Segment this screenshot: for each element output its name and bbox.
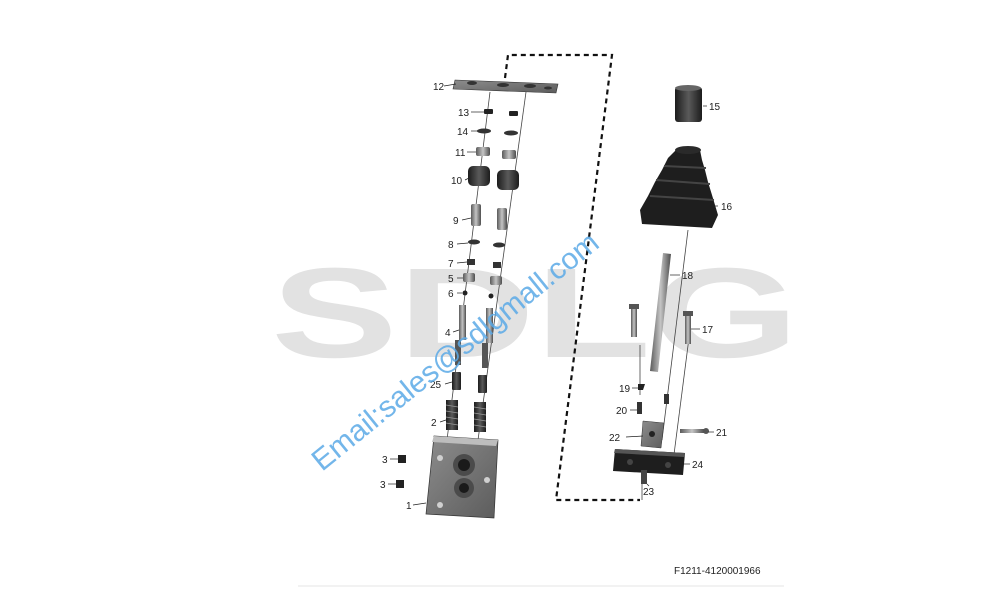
- callout-12: 12: [433, 82, 445, 93]
- callout-1: 1: [406, 501, 412, 512]
- callout-4: 4: [445, 328, 451, 339]
- callout-13: 13: [458, 108, 470, 119]
- callout-16: 16: [721, 202, 733, 213]
- part-22-bracket: [640, 420, 665, 449]
- callout-20: 20: [616, 406, 628, 417]
- callout-25: 25: [430, 380, 442, 391]
- callout-labels: 12 13 14 11 10 9 8 7 5 6 4 25 2 3 3 1 15…: [380, 82, 733, 512]
- callout-10: 10: [451, 176, 463, 187]
- callout-18: 18: [682, 271, 694, 282]
- callout-9: 9: [453, 216, 459, 227]
- callout-14: 14: [457, 127, 469, 138]
- part-19-20-small-parts: [637, 384, 669, 414]
- part-17-bolts: [629, 304, 693, 344]
- leader-lines: [388, 83, 718, 506]
- callout-22: 22: [609, 433, 621, 444]
- part-1-valve-body: [425, 435, 499, 519]
- part-12-top-plate: [452, 79, 559, 94]
- callout-5: 5: [448, 274, 454, 285]
- part-23-bolt: [641, 470, 647, 484]
- part-18-lever-rod: [650, 253, 671, 372]
- callout-3-upper: 3: [382, 455, 388, 466]
- part-3-plugs: [396, 455, 406, 488]
- callout-19: 19: [619, 384, 631, 395]
- left-column-parts: [445, 109, 519, 432]
- dashed-group-bracket: [503, 53, 640, 502]
- part-24-base: [613, 449, 685, 475]
- callout-21: 21: [716, 428, 728, 439]
- callout-24: 24: [692, 460, 704, 471]
- callout-15: 15: [709, 102, 721, 113]
- callout-3-lower: 3: [380, 480, 386, 491]
- callout-7: 7: [448, 259, 454, 270]
- part-21-pin: [680, 428, 709, 434]
- part-16-rubber-boot: [640, 146, 718, 228]
- callout-23: 23: [643, 487, 655, 498]
- callout-17: 17: [702, 325, 714, 336]
- callout-8: 8: [448, 240, 454, 251]
- part-15-knob: [675, 85, 702, 122]
- part-code: F1211-4120001966: [674, 566, 761, 577]
- callout-2: 2: [431, 418, 437, 429]
- watermark-logo: SDLG: [271, 242, 799, 385]
- callout-11: 11: [455, 148, 466, 159]
- callout-6: 6: [448, 289, 454, 300]
